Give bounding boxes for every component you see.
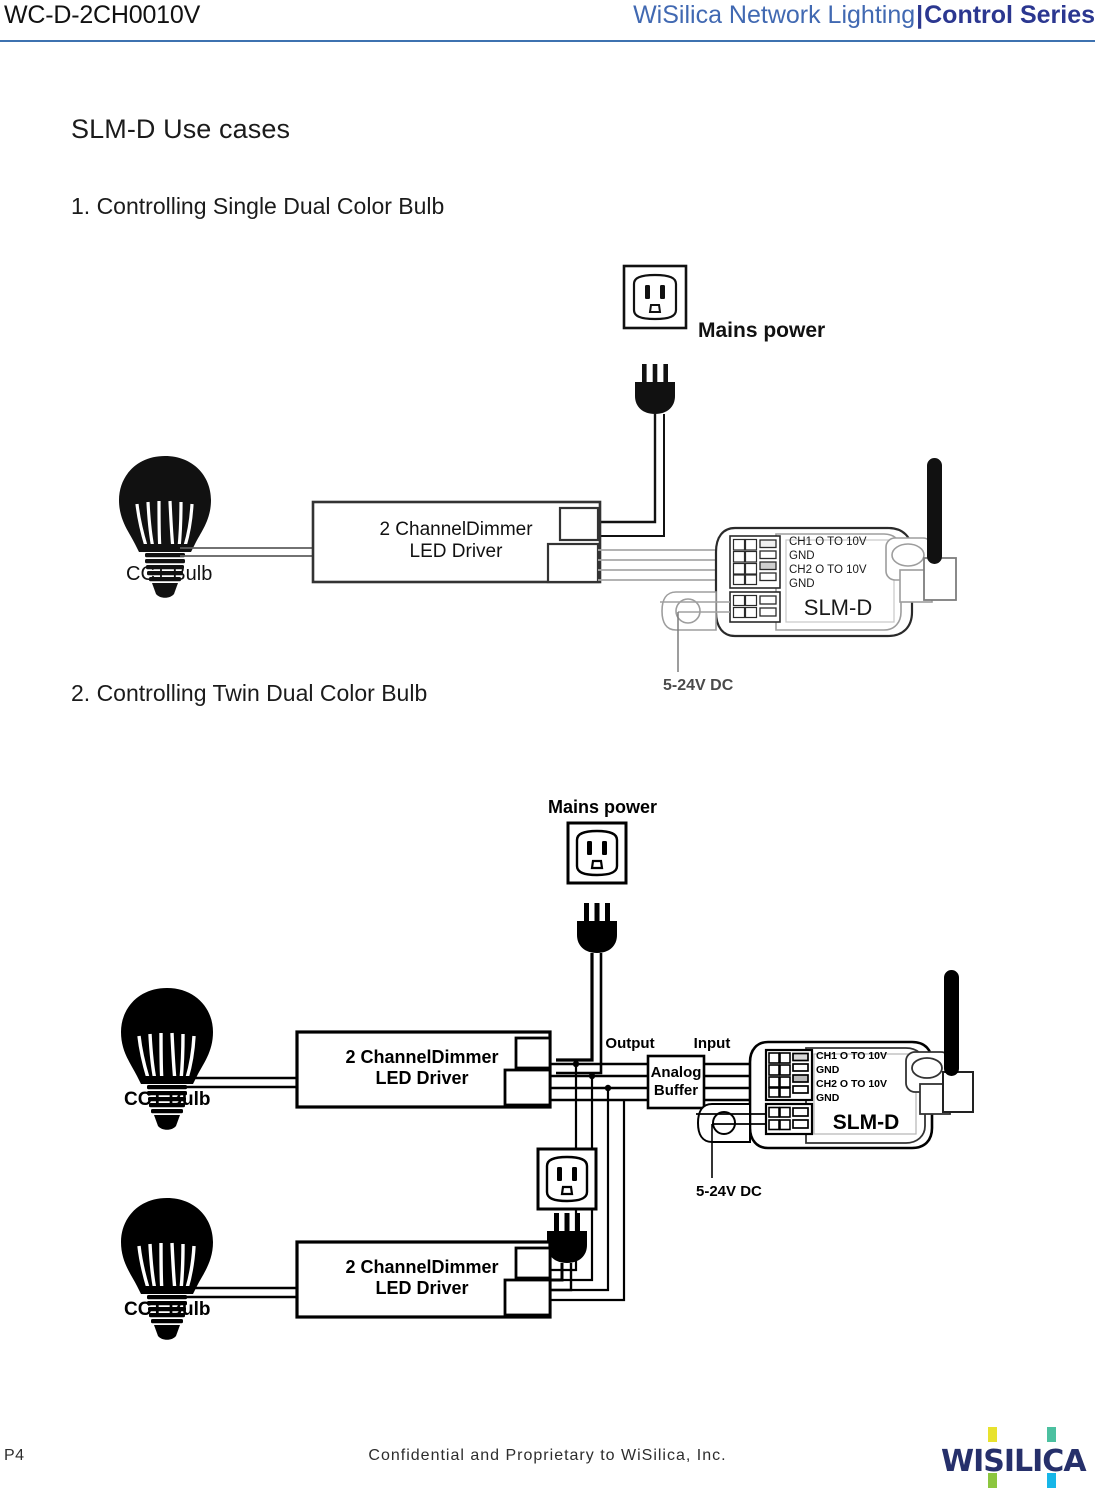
led-driver-top-label-line2-2: LED Driver — [375, 1068, 468, 1088]
terminal-label-gnd2-1: GND — [789, 578, 815, 590]
page-title: SLM-D Use cases — [71, 114, 291, 144]
dc-supply-wires-1 — [660, 601, 730, 613]
wisilica-logo: WISILICA — [941, 1427, 1093, 1488]
logo-tick-cyan-icon — [1047, 1473, 1056, 1488]
mains-outlet-icon-1 — [622, 264, 688, 330]
terminal-label-gnd2-2: GND — [816, 1092, 840, 1104]
mains-outlet-icon-bottom-2 — [536, 1147, 598, 1211]
terminal-label-ch1-1: CH1 O TO 10V — [789, 536, 867, 548]
analog-buffer-label-line1-2: Analog — [651, 1064, 702, 1081]
buffer-output-label-2: Output — [605, 1035, 654, 1052]
mains-cord-neutral-1 — [600, 414, 665, 537]
mains-plug-icon-1 — [635, 364, 675, 414]
section-heading-2: 2. Controlling Twin Dual Color Bulb — [71, 680, 428, 706]
dc-supply-label-1: 5-24V DC — [663, 677, 734, 690]
mains-cord-neutral-2 — [556, 953, 603, 1075]
led-driver-1 — [311, 500, 602, 584]
analog-buffer-label-line2-2: Buffer — [654, 1082, 698, 1099]
cct-bulb-label-top-2: CCT Bulb — [124, 1089, 211, 1110]
mains-power-label-1: Mains power — [698, 319, 825, 342]
buffer-output-bus-2 — [550, 1062, 648, 1102]
terminal-label-gnd1-2: GND — [816, 1064, 840, 1076]
bottom-driver-feed-wires-2 — [550, 1064, 626, 1302]
terminal-label-ch2-2: CH2 O TO 10V — [816, 1078, 887, 1090]
mains-cord-2 — [556, 953, 594, 1062]
mains-plug-icon-bottom-2 — [547, 1213, 587, 1263]
slmd-name-label-1: SLM-D — [804, 595, 872, 620]
terminal-label-ch2-1: CH2 O TO 10V — [789, 564, 867, 576]
mains-outlet-icon-2 — [566, 821, 628, 885]
led-driver-bottom-label-line2-2: LED Driver — [375, 1278, 468, 1298]
mains-cord-1 — [600, 414, 657, 524]
analog-signal-wires-1 — [598, 549, 738, 581]
product-series: Control Series — [924, 1, 1095, 29]
led-driver-bottom-label-line1-2: 2 ChannelDimmer — [345, 1257, 498, 1277]
bulb-output-wires-top-2 — [182, 1076, 297, 1089]
diagram-single-dual-color-bulb: Mains power CCT Bulb 2 ChannelDimmer LED… — [0, 240, 1010, 690]
brand-name: WiSilica Network Lighting — [633, 1, 916, 29]
terminal-label-ch1-2: CH1 O TO 10V — [816, 1050, 887, 1062]
analog-buffer-2 — [646, 1054, 706, 1110]
header-divider — [0, 40, 1095, 42]
led-driver-label-line1-1: 2 ChannelDimmer — [379, 519, 533, 540]
brand-separator: | — [916, 1, 924, 29]
slmd-module-2 — [696, 1040, 974, 1150]
mains-power-label-2: Mains power — [548, 797, 657, 817]
slmd-name-label-2: SLM-D — [833, 1111, 900, 1134]
page-footer: P4 Confidential and Proprietary to WiSil… — [0, 1427, 1095, 1488]
antenna-icon-1 — [927, 458, 942, 564]
cct-bulb-label-1: CCT Bulb — [126, 563, 212, 585]
page-number: P4 — [4, 1447, 25, 1464]
led-driver-top-2 — [295, 1030, 552, 1109]
antenna-icon-2 — [944, 970, 959, 1076]
confidentiality-notice: Confidential and Proprietary to WiSilica… — [368, 1447, 727, 1464]
led-driver-bottom-2 — [295, 1240, 552, 1319]
diagram-twin-dual-color-bulb: Mains power CCT Bulb 2 ChannelDimmer LED… — [0, 760, 1010, 1340]
logo-wordmark: WISILICA — [941, 1444, 1087, 1479]
logo-tick-teal-icon — [1047, 1427, 1056, 1442]
page-header: WC-D-2CH0010V WiSilica Network Lighting|… — [0, 0, 1095, 46]
logo-tick-yellow-icon — [988, 1427, 997, 1442]
dc-supply-wires-2 — [696, 1113, 766, 1125]
cct-bulb-label-bottom-2: CCT Bulb — [124, 1299, 211, 1320]
document-code: WC-D-2CH0010V — [4, 1, 201, 29]
led-driver-label-line2-1: LED Driver — [410, 541, 504, 562]
terminal-label-gnd1-1: GND — [789, 550, 815, 562]
dc-supply-label-2: 5-24V DC — [696, 1183, 762, 1200]
led-driver-top-label-line1-2: 2 ChannelDimmer — [345, 1047, 498, 1067]
bulb-output-wires-1 — [180, 547, 313, 557]
section-heading-1: 1. Controlling Single Dual Color Bulb — [71, 193, 445, 219]
mains-plug-icon-2 — [577, 903, 617, 953]
bulb-output-wires-bottom-2 — [182, 1286, 297, 1299]
slmd-module-1 — [661, 526, 957, 638]
logo-tick-green-icon — [988, 1473, 997, 1488]
header-brand-block: WiSilica Network Lighting|Control Series — [633, 1, 1095, 30]
buffer-input-label-2: Input — [694, 1035, 731, 1052]
